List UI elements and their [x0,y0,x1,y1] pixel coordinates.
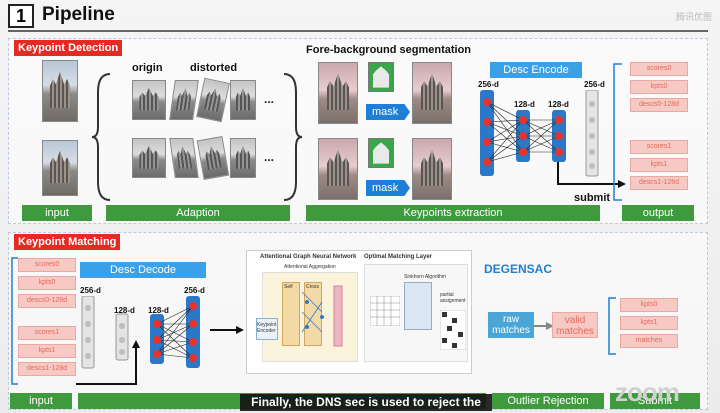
mask-image-bottom [368,138,394,168]
adaption-bar: Adaption [106,205,290,221]
score-matrix [370,296,400,326]
seg-input-bottom [318,138,358,200]
desc-decode-box: Desc Decode [80,262,206,278]
input-item: descs1-128d [18,362,76,376]
match-input-bottom: scores1 kpts1 descs1-128d [18,326,76,380]
raw-matches-box: raw matches [488,312,534,338]
header-divider [8,30,708,32]
result-item: kpts1 [620,316,678,330]
output-bar: output [622,205,694,221]
encoder-network [480,90,599,177]
dim-256-dec-left: 256-d [80,286,101,295]
input-bracket [11,257,18,385]
degensac-arrow [534,322,554,330]
origin-photo-top [132,80,166,120]
page-title: Pipeline [42,4,115,25]
detection-tag: Keypoint Detection [14,40,123,56]
input-item: scores0 [18,258,76,272]
input-item: scores1 [18,326,76,340]
dim-128-dec-1: 128-d [114,306,135,315]
left-brace [92,73,111,201]
dim-128-mid2: 128-d [548,100,569,109]
gnn-title: Attentional Graph Neural Network [260,254,357,260]
oml-title: Optimal Matching Layer [364,254,433,260]
input-arrow [76,340,140,385]
ellipsis-bottom: ... [264,150,275,164]
degensac-label: DEGENSAC [484,262,553,276]
seg-output-top [412,62,452,124]
sinkhorn-block [404,282,432,330]
input-item: descs0-128d [18,294,76,308]
extraction-bar: Keypoints extraction [306,205,600,221]
zoom-logo: zoom [615,377,680,407]
right-brace [283,73,302,201]
matching-tag: Keypoint Matching [14,234,121,250]
fore-bg-label: Fore-background segmentation [306,44,472,56]
keypoint-encoder [256,318,278,340]
sinkhorn-label: Sinkhorn Algorithm [404,274,446,280]
output-item: descs1-128d [630,176,688,190]
video-subtitle: Finally, the DNS sec is used to reject t… [240,394,492,411]
gnn-arrows [301,285,343,347]
watermark: 腾讯优图 [675,12,712,22]
submit-arrow [557,162,626,188]
ellipsis-top: ... [264,92,275,106]
input-photo-bottom [42,140,78,196]
result-bracket [608,297,616,355]
seg-input-top [318,62,358,124]
input-item: kpts0 [18,276,76,290]
output-item: descs0-128d [630,98,688,112]
input-item: kpts1 [18,344,76,358]
result-list: kpts0 kpts1 matches [620,298,678,352]
result-item: matches [620,334,678,348]
partial-assignment-grid [440,310,466,350]
mask-image-top [368,62,394,92]
self-label: Self [284,284,293,290]
dim-256-dec-right: 256-d [184,286,205,295]
desc-encode-box: Desc Encode [490,62,582,78]
section-number: 1 [8,4,34,28]
output-item: kpts1 [630,158,688,172]
kp-encoder-label: Keypoint Encoder [257,322,277,334]
input-bar: input [22,205,92,221]
origin-photo-bottom [132,138,166,178]
seg-output-bottom [412,138,452,200]
cross-label: Cross [306,284,320,290]
input-photo-top [42,60,78,122]
submit-label: submit [574,192,611,204]
outlier-rejection-bar: Outlier Rejection [492,393,604,409]
self-layer [282,282,300,346]
valid-matches-box: valid matches [552,312,598,338]
output-bracket [613,63,622,201]
output-list-bottom: scores1 kpts1 descs1-128d [630,140,688,194]
match-input-bar: input [10,393,72,409]
mask-arrow-bottom: mask [366,180,410,196]
decoder-network [81,296,200,369]
submit-bar: Submit [610,393,700,409]
output-item: kpts0 [630,80,688,94]
dim-128-dec-2: 128-d [148,306,169,315]
result-item: kpts0 [620,298,678,312]
distorted-photo-6 [230,138,256,178]
distorted-label: distorted [190,62,238,74]
dim-128-mid1: 128-d [514,100,535,109]
origin-label: origin [132,62,163,74]
output-item: scores0 [630,62,688,76]
dim-256-right: 256-d [584,80,605,89]
mask-arrow-top: mask [366,104,410,120]
match-input-top: scores0 kpts0 descs0-128d [18,258,76,312]
partial-label: partial assignment [440,292,466,304]
attn-agg-label: Attentional Aggregation [284,264,336,270]
decoder-to-gnn-arrow [210,326,244,334]
dim-256-left: 256-d [478,80,499,89]
output-list-top: scores0 kpts0 descs0-128d [630,62,688,116]
output-item: scores1 [630,140,688,154]
distorted-photo-3 [230,80,256,120]
